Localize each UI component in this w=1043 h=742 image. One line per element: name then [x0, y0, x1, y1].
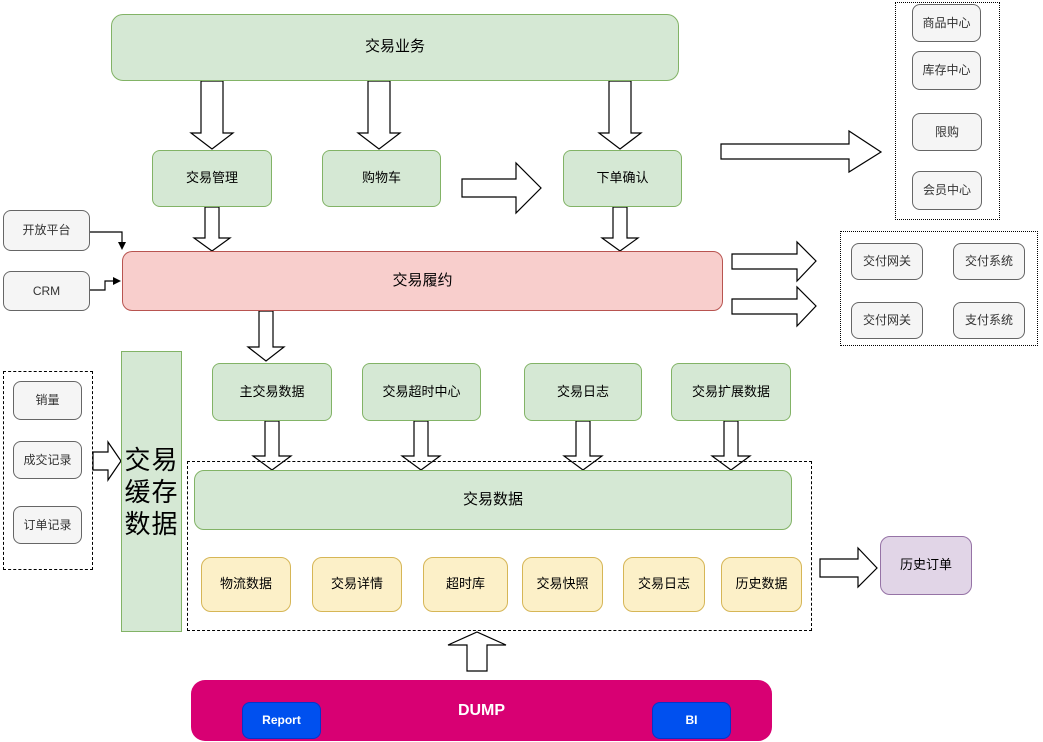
arrow-log-to-tradedata-icon — [562, 420, 604, 471]
node-trade-fulfillment: 交易履约 — [122, 251, 723, 311]
node-history-orders: 历史订单 — [880, 536, 972, 595]
node-trade-detail: 交易详情 — [312, 557, 402, 612]
external-services-group — [895, 2, 1000, 220]
node-timeout-db: 超时库 — [423, 557, 508, 612]
node-member-center: 会员中心 — [912, 171, 982, 210]
node-order-records: 订单记录 — [13, 506, 82, 544]
arrow-business-to-cart-icon — [356, 80, 402, 150]
arrow-confirm-to-external-icon — [720, 129, 883, 174]
arrow-business-to-confirm-icon — [597, 80, 643, 150]
node-sales-volume: 销量 — [13, 381, 82, 420]
arrow-manage-to-fulfillment-icon — [192, 206, 232, 252]
node-logistics-data: 物流数据 — [201, 557, 291, 612]
arrow-fulfillment-to-payment-2-icon — [731, 285, 817, 328]
arrow-cart-to-confirm-icon — [461, 161, 542, 215]
arrow-tradedata-to-history-icon — [819, 546, 878, 589]
node-delivery-gateway-1: 交付网关 — [851, 243, 923, 280]
node-main-trade-data: 主交易数据 — [212, 363, 332, 421]
node-crm: CRM — [3, 271, 90, 311]
node-trade-data: 交易数据 — [194, 470, 792, 530]
node-product-center: 商品中心 — [912, 4, 981, 42]
node-delivery-gateway-2: 交付网关 — [851, 302, 923, 339]
connector-openplatform-head-icon — [118, 242, 126, 250]
node-trade-business: 交易业务 — [111, 14, 679, 81]
payment-services-group — [840, 231, 1038, 346]
cache-label-line1: 交易 — [124, 444, 179, 475]
connector-crm-head-icon — [113, 277, 121, 285]
node-history-data: 历史数据 — [721, 557, 802, 612]
node-shopping-cart: 购物车 — [322, 150, 441, 207]
node-report: Report — [242, 702, 321, 739]
node-open-platform: 开放平台 — [3, 210, 90, 251]
cache-sources-group — [3, 371, 93, 570]
node-delivery-system: 交付系统 — [953, 243, 1025, 280]
arrow-ext-to-tradedata-icon — [710, 420, 752, 471]
node-trade-manage: 交易管理 — [152, 150, 272, 207]
node-payment-system: 支付系统 — [953, 302, 1025, 339]
connector-openplatform-icon — [90, 231, 123, 243]
connector-crm-icon — [90, 280, 113, 291]
node-trade-log-store: 交易日志 — [623, 557, 705, 612]
node-trade-log: 交易日志 — [524, 363, 642, 421]
node-trade-timeout-center: 交易超时中心 — [362, 363, 481, 421]
arrow-sources-to-cache-icon — [92, 440, 122, 482]
cache-label-line3: 数据 — [124, 508, 179, 539]
arrow-timeout-to-tradedata-icon — [400, 420, 442, 471]
arrow-business-to-manage-icon — [189, 80, 235, 150]
node-order-confirm: 下单确认 — [563, 150, 682, 207]
cache-label-line2: 缓存 — [124, 476, 179, 507]
arrow-maindata-to-tradedata-icon — [251, 420, 293, 471]
node-trade-extended-data: 交易扩展数据 — [671, 363, 791, 421]
node-purchase-limit: 限购 — [912, 113, 982, 151]
node-bi: BI — [652, 702, 731, 739]
node-trade-snapshot: 交易快照 — [522, 557, 603, 612]
arrow-dump-to-tradedata-icon — [447, 631, 507, 672]
node-trade-cache-data: 交易 缓存 数据 — [121, 351, 182, 632]
node-deal-records: 成交记录 — [13, 441, 82, 479]
dump-title: DUMP — [457, 701, 506, 719]
arrow-fulfillment-to-payment-1-icon — [731, 240, 817, 283]
arrow-confirm-to-fulfillment-icon — [600, 206, 640, 252]
trade-data-group — [187, 461, 812, 631]
node-inventory-center: 库存中心 — [912, 51, 981, 90]
arrow-fulfillment-to-maindata-icon — [246, 310, 286, 362]
